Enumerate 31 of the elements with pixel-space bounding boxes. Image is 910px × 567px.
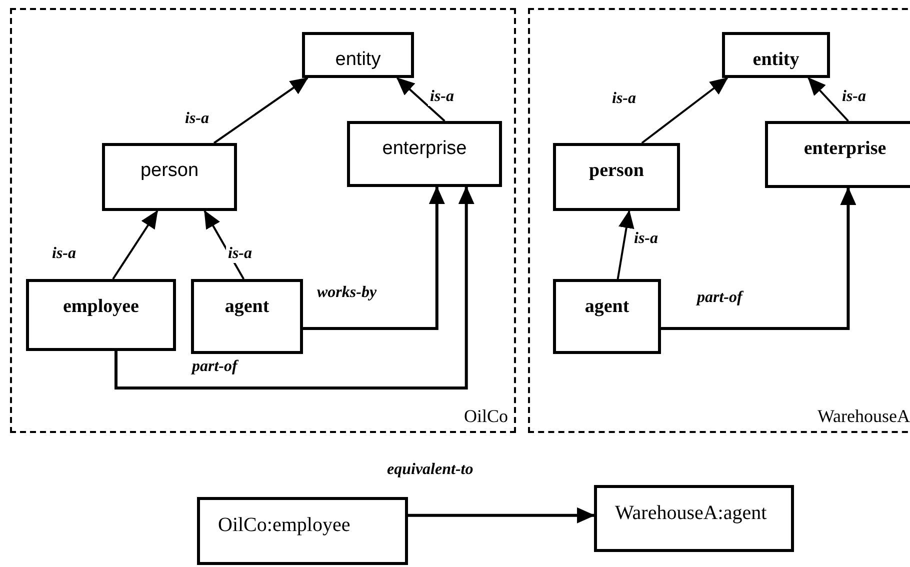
concept-box: agent [191,279,303,354]
concept-box: employee [26,279,176,351]
edge-label: is-a [428,88,456,106]
concept-box: OilCo:employee [197,497,408,565]
arrow [114,186,474,390]
edge-label: part-of [695,289,744,307]
concept-box: WarehouseA:agent [594,485,794,552]
arrow [408,507,595,524]
concept-box: entity [722,32,830,78]
arrow [641,77,728,144]
concept-box: agent [553,279,661,354]
dashed-region [528,8,910,433]
edge-label: part-of [190,358,240,376]
region-label: OilCo [464,406,508,427]
edge-label: works-by [315,284,379,302]
concept-box: person [553,143,680,211]
edge-label: equivalent-to [385,461,476,479]
arrow [112,210,158,280]
region-label: WarehouseA [817,406,910,427]
concept-box: person [102,143,237,211]
edge-label: is-a [226,245,254,263]
arrow [661,187,856,330]
arrow [616,210,634,280]
arrow [213,77,308,144]
arrow [396,77,446,122]
dashed-region [10,8,516,433]
concept-box: enterprise [347,121,502,187]
concept-box: entity [302,32,414,78]
concept-box: enterprise [765,121,910,188]
arrow [808,77,849,122]
arrow [303,186,445,330]
